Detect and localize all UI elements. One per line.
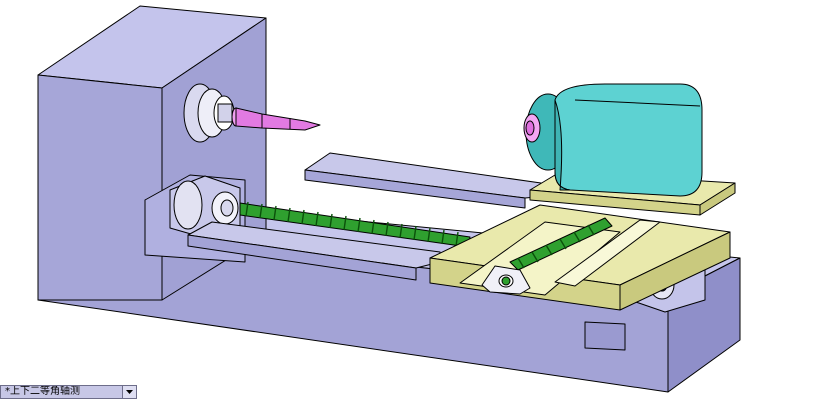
guide-rail-front: [187, 221, 441, 281]
view-orientation-selector[interactable]: *上下二等角轴测: [0, 385, 137, 399]
left-bearing-block: [169, 175, 241, 239]
nut-bracket: [481, 265, 531, 295]
headstock: [37, 5, 267, 301]
cutting-tool: [231, 107, 321, 131]
guide-rail-back: [304, 152, 549, 209]
leadscrew-visible: [509, 217, 613, 271]
view-orientation-label: *上下二等角轴测: [5, 386, 80, 397]
servo-motor: [523, 83, 703, 197]
chevron-down-icon[interactable]: [122, 386, 136, 398]
